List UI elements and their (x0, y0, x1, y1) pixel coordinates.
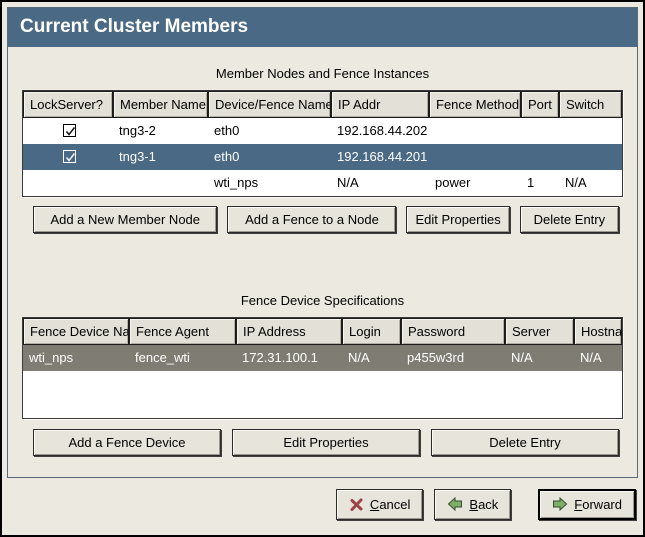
forward-button[interactable]: Forward (538, 488, 636, 520)
fence-table-body: wti_nps fence_wti 172.31.100.1 N/A p455w3rd N… (23, 345, 622, 371)
add-fence-device-button[interactable]: Add a Fence Device (33, 429, 221, 456)
red-x-icon (349, 497, 364, 512)
table-cell: eth0 (214, 149, 240, 164)
cancel-button[interactable]: Cancel (335, 488, 424, 520)
lockserver-cell (23, 118, 113, 144)
column-header[interactable]: Password (401, 318, 505, 345)
checkmark-icon (65, 126, 75, 136)
column-header[interactable]: Login (342, 318, 401, 345)
table-cell: fence_wti (135, 350, 190, 365)
fence-table-actions: Add a Fence Device Edit Properties Delet… (33, 429, 619, 456)
member-table-actions: Add a New Member Node Add a Fence to a N… (33, 206, 620, 233)
table-cell: N/A (565, 175, 587, 190)
page-content: Member Nodes and Fence Instances LockSer… (8, 47, 637, 477)
fence-edit-properties-button[interactable]: Edit Properties (232, 429, 420, 456)
table-cell: 1 (527, 175, 535, 190)
add-fence-to-node-button[interactable]: Add a Fence to a Node (227, 206, 397, 233)
table-row[interactable]: tng3-1 eth0 192.168.44.201 (23, 144, 622, 170)
green-arrow-right-icon (552, 497, 568, 511)
column-header[interactable]: LockServer? (23, 91, 113, 118)
fence-delete-entry-button[interactable]: Delete Entry (431, 429, 619, 456)
forward-button-label: Forward (574, 496, 622, 512)
table-cell: 192.168.44.202 (337, 123, 428, 138)
column-header[interactable]: Server (505, 318, 574, 345)
table-cell: N/A (348, 350, 370, 365)
table-cell: N/A (580, 350, 602, 365)
table-cell (113, 170, 208, 196)
column-header[interactable]: Device/Fence Name (208, 91, 331, 118)
green-arrow-left-icon (447, 497, 463, 511)
column-header[interactable]: Member Name (113, 91, 208, 118)
table-cell: N/A (511, 350, 533, 365)
member-table-title: Member Nodes and Fence Instances (215, 66, 430, 81)
table-cell (521, 144, 559, 170)
checkmark-icon (65, 152, 75, 162)
table-row[interactable]: tng3-2 eth0 192.168.44.202 (23, 118, 622, 144)
table-cell: tng3-2 (119, 123, 156, 138)
table-cell: 192.168.44.201 (337, 149, 428, 164)
table-cell: wti_nps (214, 175, 259, 190)
back-button-label: Back (469, 496, 499, 512)
table-row[interactable]: wti_nps fence_wti 172.31.100.1 N/A p455w3rd N… (23, 345, 622, 371)
member-table-body: tng3-2 eth0 192.168.44.202 tng3-1 eth0 192.16… (23, 118, 622, 196)
table-cell (429, 144, 521, 170)
lockserver-cell (23, 144, 113, 170)
table-cell: tng3-1 (119, 149, 156, 164)
member-edit-properties-button[interactable]: Edit Properties (406, 206, 510, 233)
table-cell (429, 118, 521, 144)
column-header[interactable]: Hostname (574, 318, 622, 345)
column-header[interactable]: Fence Method (429, 91, 521, 118)
column-header[interactable]: Fence Device Name (23, 318, 129, 345)
lockserver-cell (23, 170, 113, 196)
cancel-button-label: Cancel (369, 496, 411, 512)
table-cell (559, 118, 622, 144)
table-cell: N/A (337, 175, 359, 190)
column-header[interactable]: Switch (559, 91, 622, 118)
lockserver-checkbox[interactable] (62, 123, 76, 137)
column-header[interactable]: Fence Agent (129, 318, 236, 345)
fence-table-empty-area (23, 371, 622, 418)
table-cell: eth0 (214, 123, 240, 138)
table-cell: 172.31.100.1 (242, 350, 318, 365)
table-cell: p455w3rd (407, 350, 465, 365)
wizard-panel: Current Cluster Members Member Nodes and… (7, 7, 638, 478)
column-header[interactable]: Port (521, 91, 559, 118)
table-cell (521, 118, 559, 144)
table-cell: power (435, 175, 471, 190)
table-cell (559, 144, 622, 170)
lockserver-checkbox[interactable] (62, 149, 76, 163)
page-title: Current Cluster Members (8, 8, 637, 47)
column-header[interactable]: IP Address (236, 318, 342, 345)
column-header[interactable]: IP Addr (331, 91, 429, 118)
dialog-button-bar: Cancel Back Forward (7, 478, 638, 530)
fence-table-title: Fence Device Specifications (240, 293, 405, 308)
add-new-member-node-button[interactable]: Add a New Member Node (33, 206, 218, 233)
member-delete-entry-button[interactable]: Delete Entry (519, 206, 620, 233)
table-row[interactable]: wti_nps N/A power 1 N/A (23, 170, 622, 196)
back-button[interactable]: Back (434, 488, 512, 520)
table-cell: wti_nps (29, 350, 74, 365)
